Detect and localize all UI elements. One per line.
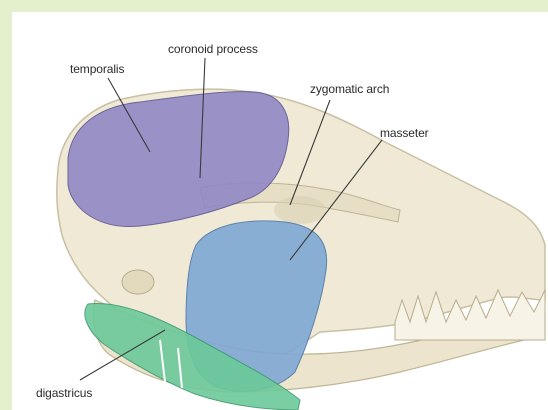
- label-temporalis: temporalis: [70, 62, 124, 76]
- tympanic-bulla: [122, 270, 154, 294]
- label-masseter: masseter: [380, 126, 429, 140]
- label-coronoid-process: coronoid process: [168, 42, 258, 56]
- label-zygomatic-arch: zygomatic arch: [310, 82, 389, 96]
- orbit: [274, 196, 326, 224]
- label-digastricus: digastricus: [36, 386, 92, 400]
